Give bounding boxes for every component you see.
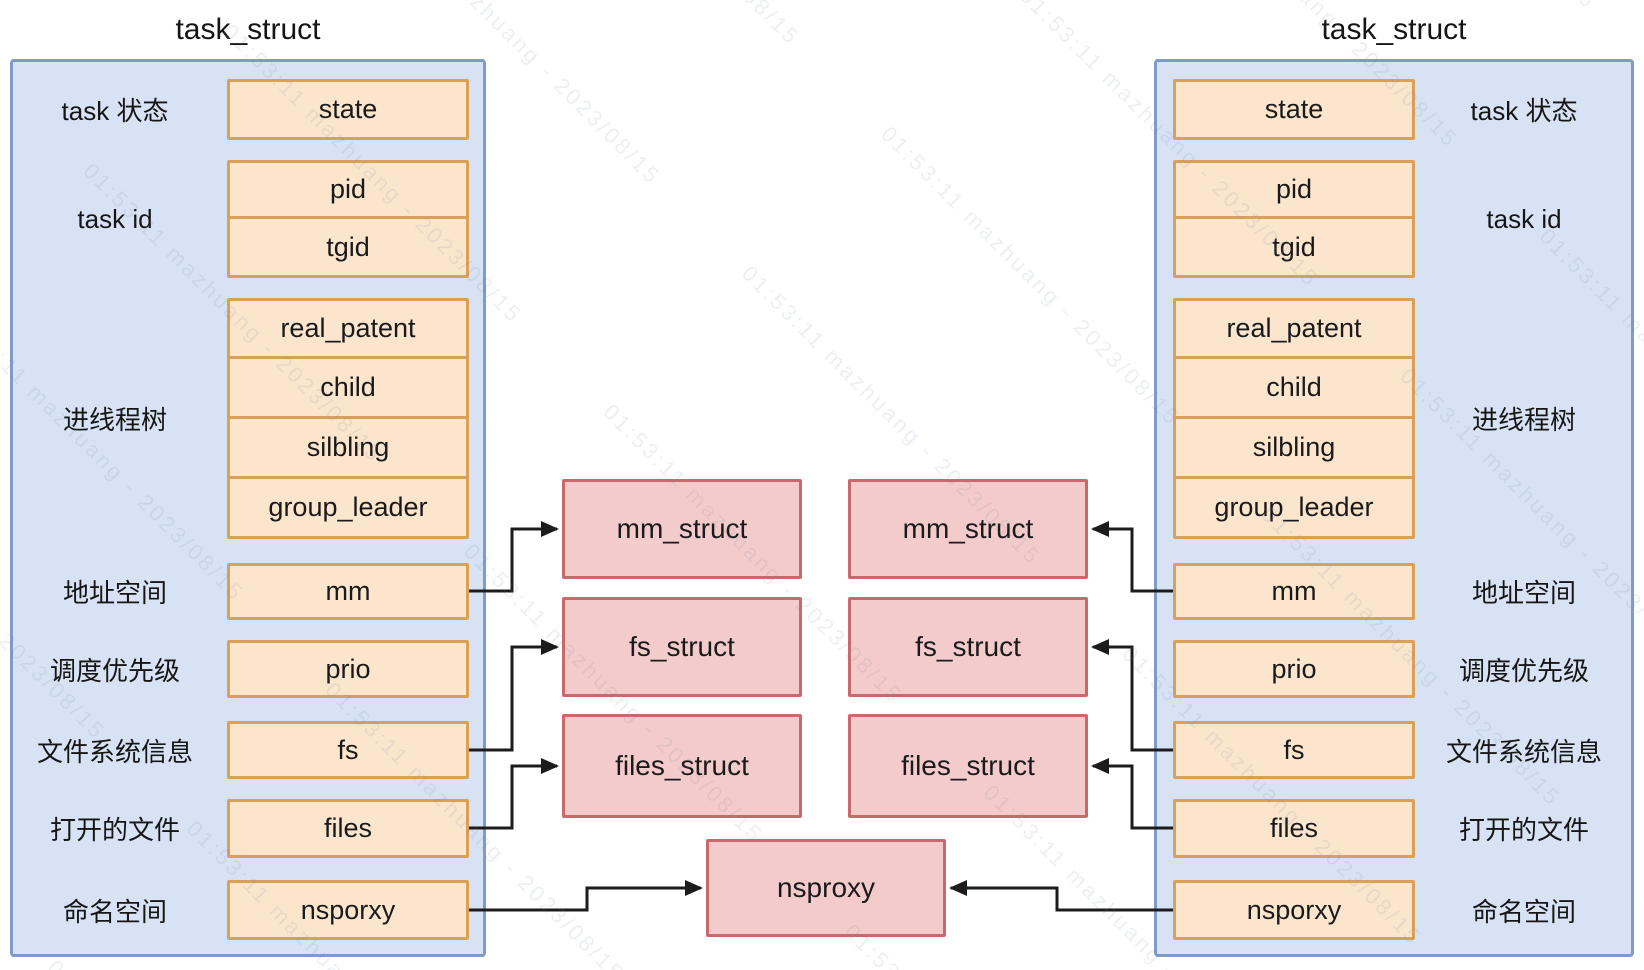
watermark-text: 01:53:11 mazhuang - 2023/08/15: [42, 955, 352, 970]
left-label-process-tree: 进线程树: [62, 404, 167, 435]
right-label-filesystem-info: 文件系统信息: [1445, 736, 1602, 767]
left-label-namespace: 命名空间: [62, 896, 167, 927]
left-field-tgid: tgid: [227, 216, 469, 278]
left-label-task-state: task 状态: [61, 95, 169, 126]
right-field-nsporxy: nsporxy: [1173, 880, 1415, 940]
left-field-mm: mm: [227, 563, 469, 620]
left-label-sched-priority: 调度优先级: [49, 655, 180, 686]
right-label-address-space: 地址空间: [1471, 577, 1576, 608]
left-field-prio: prio: [227, 640, 469, 698]
shared-nsproxy: nsproxy: [706, 839, 946, 937]
right-field-silbling: silbling: [1173, 416, 1415, 479]
left-field-group-leader: group_leader: [227, 476, 469, 539]
right-field-prio: prio: [1173, 640, 1415, 698]
watermark-text: 01:53:11 mazhuang - 2023/08/15: [876, 121, 1186, 431]
left-field-child: child: [227, 356, 469, 419]
left-field-silbling: silbling: [227, 416, 469, 479]
right-label-task-state: task 状态: [1470, 95, 1578, 126]
right-struct-title: task_struct: [1321, 13, 1467, 46]
left-field-fs: fs: [227, 721, 469, 779]
shared-left-mm-struct: mm_struct: [562, 479, 802, 579]
right-field-group-leader: group_leader: [1173, 476, 1415, 539]
watermark-text: 01:53:11 mazhuang - 2023/08/15: [495, 0, 805, 51]
left-struct-title: task_struct: [175, 13, 321, 46]
right-field-files: files: [1173, 799, 1415, 858]
left-field-files: files: [227, 799, 469, 858]
left-field-state: state: [227, 79, 469, 140]
right-field-tgid: tgid: [1173, 216, 1415, 278]
arrow-left-nsporxy-to-nsproxy: [469, 880, 703, 912]
watermark-text: 01:53:11 mazhuang - 2023/08/15: [0, 0, 8, 87]
right-field-child: child: [1173, 356, 1415, 419]
left-label-open-files: 打开的文件: [49, 814, 180, 845]
right-field-pid: pid: [1173, 160, 1415, 219]
left-label-filesystem-info: 文件系统信息: [36, 736, 193, 767]
shared-right-mm-struct: mm_struct: [848, 479, 1088, 579]
left-label-address-space: 地址空间: [62, 577, 167, 608]
right-label-sched-priority: 调度优先级: [1458, 655, 1589, 686]
left-field-nsporxy: nsporxy: [227, 880, 469, 940]
right-label-namespace: 命名空间: [1471, 896, 1576, 927]
right-label-task-id: task id: [1486, 203, 1562, 234]
right-label-open-files: 打开的文件: [1458, 814, 1589, 845]
right-field-state: state: [1173, 79, 1415, 140]
right-field-mm: mm: [1173, 563, 1415, 620]
shared-left-files-struct: files_struct: [562, 714, 802, 818]
watermark-text: 01:53:11 mazhuang - 2023/08/15: [1636, 882, 1644, 970]
arrow-right-nsporxy-to-nsproxy: [949, 880, 1173, 912]
shared-left-fs-struct: fs_struct: [562, 597, 802, 697]
right-field-real-patent: real_patent: [1173, 298, 1415, 359]
left-label-task-id: task id: [77, 203, 153, 234]
left-field-pid: pid: [227, 160, 469, 219]
right-field-fs: fs: [1173, 721, 1415, 779]
right-label-process-tree: 进线程树: [1471, 404, 1576, 435]
left-field-real-patent: real_patent: [227, 298, 469, 359]
shared-right-fs-struct: fs_struct: [848, 597, 1088, 697]
shared-right-files-struct: files_struct: [848, 714, 1088, 818]
